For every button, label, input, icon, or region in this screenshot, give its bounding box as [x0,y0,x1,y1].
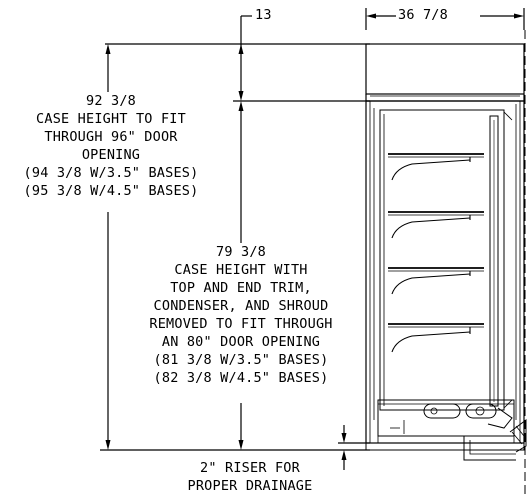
shelf-1 [388,153,484,181]
full-height-value: 92 3/8 [86,93,136,109]
reduced-height-value: 79 3/8 [216,244,266,260]
cabinet-body [365,100,525,444]
full-height-line-4: OPENING [81,147,141,163]
riser-note: 2" RISER FOR PROPER DRAINAGE [160,459,340,495]
drain-bolt-right [475,406,485,416]
arrow-13-top [238,44,244,54]
width-dimension-label: 36 7/8 [398,7,448,23]
arrow-79-top [238,101,244,111]
reduced-height-line-3: TOP AND END TRIM, [170,280,312,296]
cabinet-outline [365,43,525,444]
shelf-4 [388,323,484,353]
drain-trap-hatch-1 [515,425,525,437]
arrow-riser-bottom [341,450,347,460]
dimension-lines [100,8,525,470]
arrow-width-left [366,13,376,19]
arrow-riser-top [341,433,347,443]
reduced-height-line-4: CONDENSER, AND SHROUD [153,298,329,314]
reduced-height-line-2: CASE HEIGHT WITH [174,262,308,278]
reduced-case-height-note: 79 3/8 CASE HEIGHT WITH TOP AND END TRIM… [128,243,354,387]
full-height-base-35: (94 3/8 W/3.5" BASES) [23,165,199,181]
riser-note-line-2: PROPER DRAINAGE [187,478,313,494]
drain-trap [509,419,527,453]
shelf-3 [388,267,484,295]
drain-pipe-inner [469,440,516,455]
full-height-line-3: THROUGH 96" DOOR [44,129,178,145]
arrow-13-bottom [238,91,244,101]
condensate-pan [487,407,513,429]
drain-opening-right [465,403,497,419]
full-height-base-45: (95 3/8 W/4.5" BASES) [23,183,199,199]
arrow-79-bottom [238,440,244,450]
full-case-height-note: 92 3/8 CASE HEIGHT TO FIT THROUGH 96" DO… [0,92,222,200]
base-unit [365,399,527,461]
door-hinge-top [503,111,513,121]
reduced-height-line-5: REMOVED TO FIT THROUGH [149,316,333,332]
depth-13-label: 13 [255,7,272,23]
door-frame [379,109,505,411]
reduced-height-base-35: (81 3/8 W/3.5" BASES) [153,352,329,368]
drain-pipe-outer [463,436,516,461]
base-compartment [377,399,515,437]
riser-base [365,442,525,451]
shelf-2 [388,211,484,239]
drain-bolt-left [430,407,438,415]
arrow-width-right [514,13,524,19]
top-trim-box [365,43,525,95]
drain-trap-hatch-2 [511,431,523,445]
drain-opening-left [423,403,461,419]
reduced-height-line-6: AN 80" DOOR OPENING [161,334,321,350]
arrow-92-bottom [105,440,111,450]
reduced-height-base-45: (82 3/8 W/4.5" BASES) [153,370,329,386]
arrow-92-top [105,44,111,54]
riser-note-line-1: 2" RISER FOR [200,460,300,476]
shelves [388,153,484,353]
full-height-line-2: CASE HEIGHT TO FIT [36,111,186,127]
